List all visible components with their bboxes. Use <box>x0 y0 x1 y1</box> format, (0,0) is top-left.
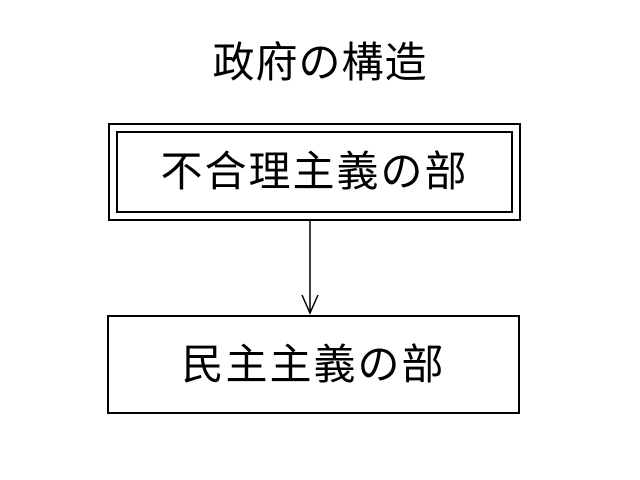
node-top-label: 不合理主義の部 <box>160 147 469 196</box>
node-bottom-label: 民主主義の部 <box>181 339 446 389</box>
node-bottom: 民主主義の部 <box>107 315 520 414</box>
diagram-title: 政府の構造 <box>212 38 428 87</box>
arrowhead-icon <box>301 294 319 315</box>
node-top-outer-border: 不合理主義の部 <box>108 123 521 221</box>
node-top: 不合理主義の部 <box>116 131 513 213</box>
